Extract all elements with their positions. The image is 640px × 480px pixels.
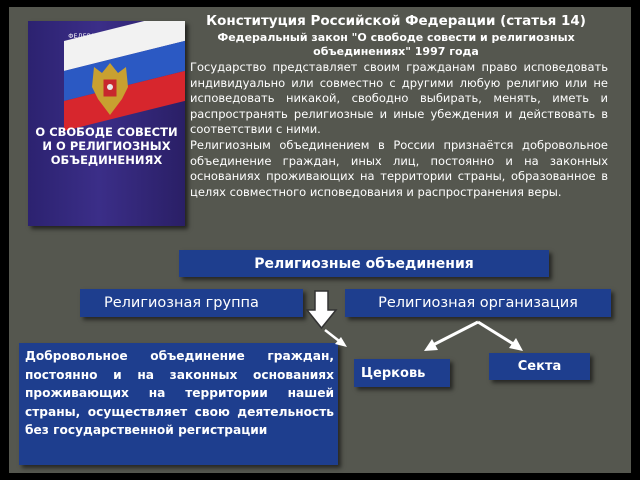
book-title-line: ОБЪЕДИНЕНИЯХ	[50, 153, 163, 167]
arrow-to-church-icon	[424, 320, 479, 351]
box-religious-associations: Религиозные объединения	[179, 250, 549, 277]
arrow-to-description-icon	[324, 329, 347, 347]
paragraph-definition: Религиозным объединением в России призна…	[190, 137, 608, 199]
paragraph-rights: Государство представляет своим гражданам…	[190, 60, 608, 137]
box-religious-organization: Религиозная организация	[345, 289, 611, 317]
coat-of-arms-icon	[92, 63, 128, 115]
subtitle-line: Федеральный закон "О свободе совести и р…	[217, 31, 575, 44]
law-text: Государство представляет своим гражданам…	[190, 60, 608, 200]
book-title-line: О СВОБОДЕ СОВЕСТИ	[35, 125, 178, 139]
box-sect: Секта	[489, 353, 590, 380]
law-book-cover: ФЕДЕРАЛЬНЫЙ ЗАКОН О СВОБОДЕ СОВЕСТИ И О …	[28, 21, 185, 226]
book-title-line: И О РЕЛИГИОЗНЫХ	[42, 139, 171, 153]
box-religious-group: Религиозная группа	[80, 289, 303, 317]
box-church: Церковь	[354, 359, 450, 387]
arrow-to-sect-icon	[477, 320, 523, 351]
box-group-description: Добровольное объединение граждан, постоя…	[19, 343, 338, 465]
page-subtitle: Федеральный закон "О свободе совести и р…	[192, 31, 600, 59]
down-arrow-icon	[305, 290, 338, 330]
subtitle-line: объединениях" 1997 года	[313, 45, 479, 58]
page-title: Конституция Российской Федерации (статья…	[206, 13, 586, 29]
book-title: О СВОБОДЕ СОВЕСТИ И О РЕЛИГИОЗНЫХ ОБЪЕДИ…	[28, 125, 185, 167]
